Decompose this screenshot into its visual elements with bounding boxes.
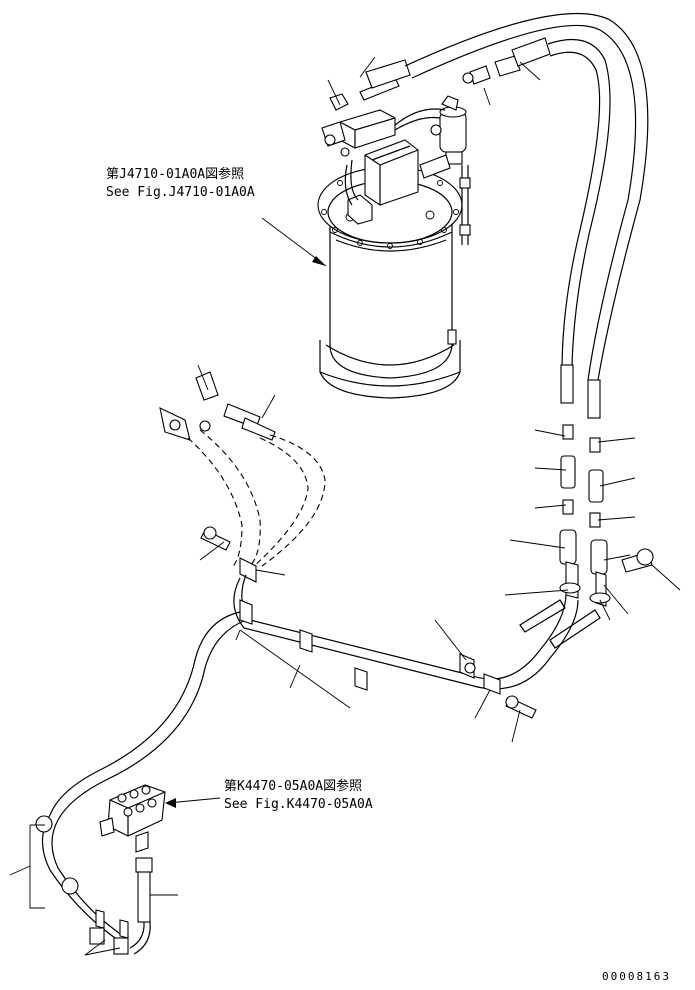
lower-valve-assembly bbox=[29, 784, 166, 955]
middle-harness bbox=[49, 574, 601, 821]
callout-arrows bbox=[165, 217, 327, 808]
left-upper-assembly bbox=[159, 371, 326, 583]
valve-reference-en: See Fig.K4470-05A0A bbox=[224, 797, 373, 812]
valve-reference-jp: 第K4470-05A0A図参照 bbox=[224, 778, 362, 794]
tank-reference-jp: 第J4710-01A0A図参照 bbox=[106, 166, 244, 182]
tank-assembly bbox=[317, 93, 471, 399]
upper-hose-fittings bbox=[359, 37, 551, 101]
drawing-number: 00008163 bbox=[602, 970, 671, 983]
right-fitting-stack bbox=[559, 364, 654, 607]
main-hoses bbox=[404, 12, 649, 381]
tank-reference-en: See Fig.J4710-01A0A bbox=[106, 185, 255, 200]
leader-lines bbox=[9, 56, 681, 956]
